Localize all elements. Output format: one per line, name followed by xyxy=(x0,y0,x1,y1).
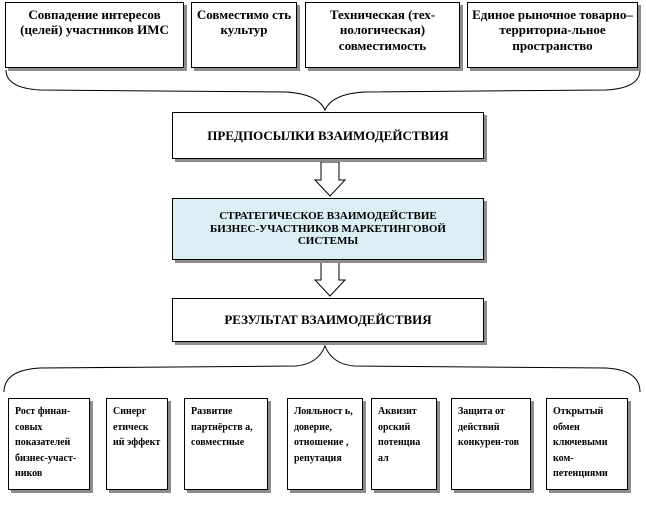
bottom-brace xyxy=(3,344,641,393)
top-box-market-space: Единое рыночное товарно–территориа-льное… xyxy=(467,2,638,68)
top-brace xyxy=(5,69,641,112)
bottom-box-synergy: Синерг етическ ий эффект xyxy=(106,398,168,490)
down-arrow-1 xyxy=(313,161,347,197)
top-box-technical: Техническая (тех-нологическая) совместим… xyxy=(305,2,460,68)
top-box-culture: Совместимо сть культур xyxy=(191,2,297,68)
strategic-interaction-box: СТРАТЕГИЧЕСКОЕ ВЗАИМОДЕЙСТВИЕ БИЗНЕС-УЧА… xyxy=(172,198,484,260)
bottom-box-label: Синерг етическ ий эффект xyxy=(113,406,161,448)
bottom-box-competition: Защита от действий конкурен-тов xyxy=(451,398,531,490)
bottom-box-label: Открытый обмен ключевыми ком-петенциями xyxy=(553,406,608,479)
bottom-box-label: Аквизит орский потенциа ал xyxy=(378,406,421,464)
bottom-box-label: Развитие партнёрств а, совместные xyxy=(191,406,253,448)
bottom-box-competence: Открытый обмен ключевыми ком-петенциями xyxy=(546,398,628,490)
top-box-label: Совпадение интересов (целей) участников … xyxy=(20,7,169,38)
bottom-box-financial: Рост финан-совых показателей бизнес-учас… xyxy=(8,398,90,490)
top-box-label: Совместимо сть культур xyxy=(196,7,292,38)
bottom-box-acquisition: Аквизит орский потенциа ал xyxy=(371,398,437,490)
top-box-label: Техническая (тех-нологическая) совместим… xyxy=(329,7,436,53)
bottom-box-loyalty: Лояльност ь, доверие, отношение , репута… xyxy=(287,398,363,490)
result-box: РЕЗУЛЬТАТ ВЗАИМОДЕЙСТВИЯ xyxy=(172,298,484,342)
bottom-box-label: Рост финан-совых показателей бизнес-учас… xyxy=(15,406,77,479)
result-label: РЕЗУЛЬТАТ ВЗАИМОДЕЙСТВИЯ xyxy=(224,312,432,328)
preconditions-box: ПРЕДПОСЫЛКИ ВЗАИМОДЕЙСТВИЯ xyxy=(172,112,484,159)
bottom-box-label: Лояльност ь, доверие, отношение , репута… xyxy=(294,406,353,464)
top-box-label: Единое рыночное товарно–территориа-льное… xyxy=(472,7,633,53)
top-box-interests: Совпадение интересов (целей) участников … xyxy=(5,2,184,68)
down-arrow-2 xyxy=(313,261,347,297)
preconditions-label: ПРЕДПОСЫЛКИ ВЗАИМОДЕЙСТВИЯ xyxy=(207,127,449,143)
strategic-label: СТРАТЕГИЧЕСКОЕ ВЗАИМОДЕЙСТВИЕ БИЗНЕС-УЧА… xyxy=(210,209,446,248)
bottom-box-label: Защита от действий конкурен-тов xyxy=(458,406,520,448)
bottom-box-partnership: Развитие партнёрств а, совместные xyxy=(184,398,268,490)
